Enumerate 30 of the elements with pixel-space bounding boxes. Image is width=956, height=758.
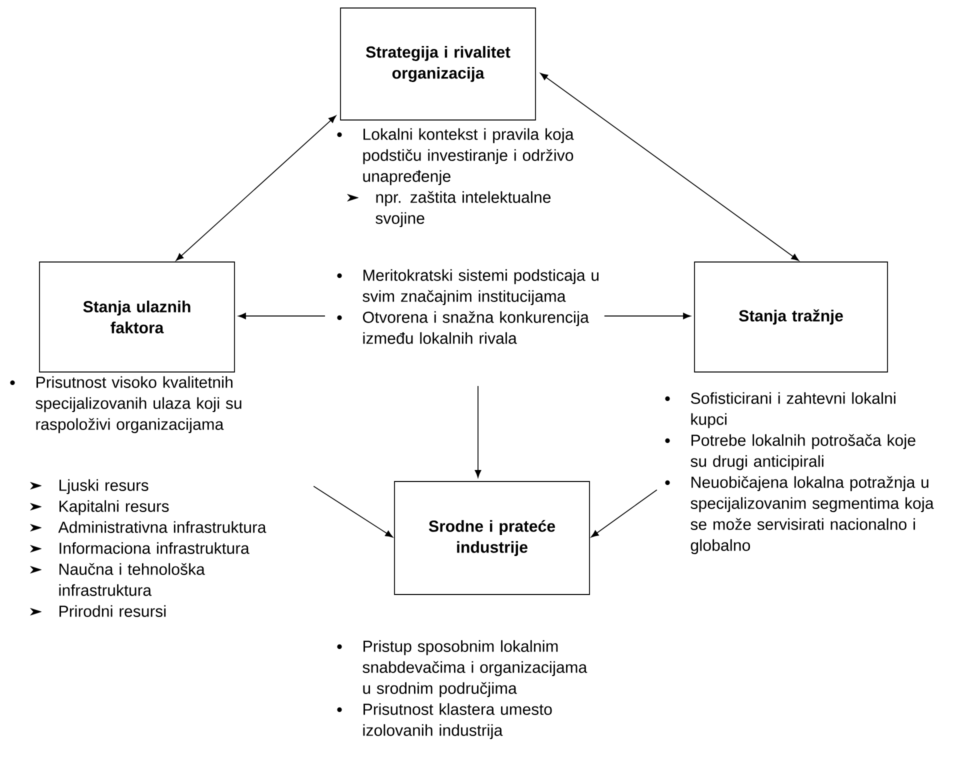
list-text: Kapitalni resurs [60, 500, 169, 516]
arrow [540, 72, 799, 261]
box-title: Strategija i rivalitet organizacija [366, 46, 510, 82]
factor-box [340, 8, 536, 120]
arrow [590, 489, 658, 538]
list-text: Meritokratski sistemi podsticaja u svim značajnim institucijama [362, 269, 598, 306]
list-text: Prirodni resursi [60, 605, 166, 617]
list-text: Prisutnost klastera umesto izolovanih industrija [363, 703, 552, 740]
list-text: Otvorena i snažna konkurencija između lokalnih rivala [362, 311, 589, 344]
list-text: Informaciona infrastruktura [60, 542, 250, 554]
list-text: Ljuski resurs [60, 479, 148, 494]
list-text: Administrativna infrastruktura [58, 521, 266, 533]
box-title: Stanja ulaznih faktora [83, 300, 190, 334]
factor-box [39, 262, 235, 372]
list-text: Pristup sposobnim lokalnim snabdevačima i organizacijama u srodnim područjima [362, 640, 588, 698]
arrow [238, 312, 326, 320]
arrow [313, 486, 393, 538]
arrow [604, 312, 691, 320]
list-text: npr. zaštita intelektualne svojine [376, 191, 551, 228]
factor-box [694, 262, 888, 372]
arrow [176, 115, 336, 261]
list-text: Neuobičajena lokalna potražnja u specijalizovanim segmentima koja se može servisirati nacionalno i globalno [690, 476, 934, 554]
box-title: Srodne i prateće industrije [428, 520, 556, 556]
factor-box [394, 481, 590, 595]
list-text: Sofisticirani i zahtevni lokalni kupci [690, 392, 896, 428]
list-text: Prisutnost visoko kvalitetnih specijalizovanih ulaza koji su raspoloživi organizacijama [36, 376, 242, 434]
arrow [474, 386, 482, 478]
list-text: Naučna i tehnološka infrastruktura [59, 563, 205, 596]
list-text: Potrebe lokalnih potrošača koje su drugi anticipirali [690, 434, 916, 470]
box-title: Stanja tražnje [739, 309, 843, 325]
